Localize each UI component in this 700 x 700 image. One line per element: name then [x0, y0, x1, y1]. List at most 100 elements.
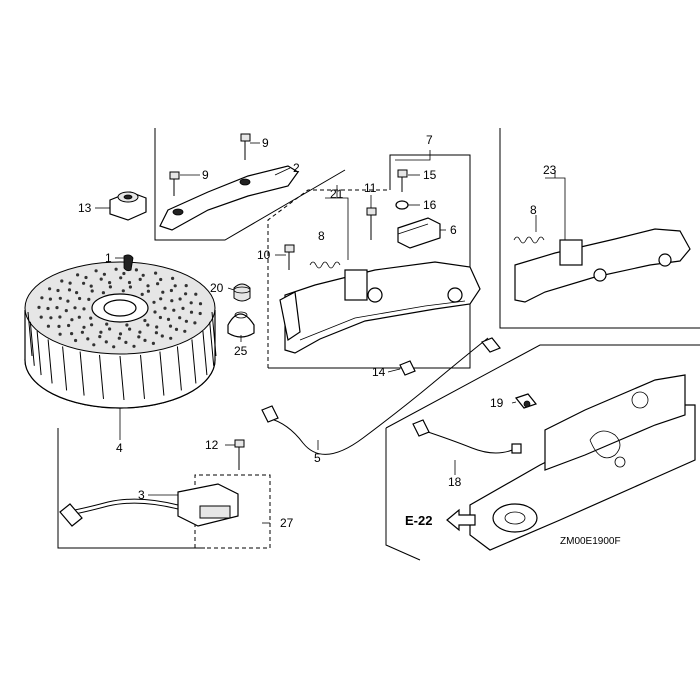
- flywheel-fin: [36, 331, 42, 376]
- flywheel-hole: [138, 330, 142, 334]
- flywheel-hole: [67, 323, 71, 328]
- flywheel-hole: [155, 325, 159, 329]
- flywheel-hole: [161, 290, 165, 294]
- flywheel-hole: [132, 344, 136, 348]
- callout-16: 16: [423, 198, 437, 212]
- flywheel-hole: [86, 337, 90, 341]
- flywheel-hole: [74, 338, 78, 343]
- flywheel-hole: [163, 306, 167, 310]
- flywheel-hole: [160, 334, 164, 338]
- flywheel-hole: [194, 292, 198, 296]
- flywheel-hole: [169, 336, 173, 340]
- flywheel-hole: [143, 338, 147, 342]
- flywheel-hole: [58, 315, 62, 319]
- spring: [309, 236, 545, 269]
- flywheel-hole: [40, 296, 44, 300]
- flywheel-hole: [82, 325, 86, 329]
- flywheel-hole: [82, 281, 86, 285]
- flywheel-hole: [156, 282, 160, 286]
- flywheel-hole: [64, 309, 68, 313]
- flywheel-hole: [78, 296, 82, 301]
- woodruff-key: [123, 254, 134, 272]
- wire-clip: [399, 360, 416, 376]
- flywheel-hole: [172, 308, 176, 312]
- flywheel-hole: [101, 291, 105, 295]
- flywheel-hole: [198, 311, 202, 316]
- flywheel-hole: [128, 327, 132, 331]
- flywheel-hole: [99, 330, 103, 334]
- flywheel-hole: [184, 292, 188, 296]
- cap: [227, 311, 255, 338]
- callout-20: 20: [210, 281, 224, 295]
- flywheel-hole: [184, 284, 188, 288]
- stop-switch: [397, 217, 441, 249]
- callout-11: 11: [364, 181, 377, 195]
- flywheel-hole: [90, 323, 94, 327]
- flywheel-hole: [58, 332, 62, 336]
- ignition-coil: [59, 483, 239, 527]
- flywheel-hole: [183, 329, 187, 333]
- flywheel-hole: [151, 341, 155, 345]
- flywheel-hole: [46, 324, 51, 328]
- flywheel-hole: [114, 267, 118, 271]
- callout-13: 13: [78, 201, 92, 215]
- callout-12: 12: [205, 438, 219, 452]
- flywheel-hole: [70, 318, 74, 322]
- bolt: [395, 169, 409, 210]
- flywheel-fin: [176, 346, 182, 391]
- callout-10: 10: [257, 248, 271, 262]
- flywheel-hole: [37, 305, 41, 309]
- flywheel-hole: [153, 310, 157, 314]
- flywheel-hole: [104, 340, 108, 344]
- flywheel-hole: [90, 289, 94, 293]
- callout-4: 4: [116, 441, 123, 455]
- flywheel-hole: [134, 268, 138, 272]
- flywheel-hole: [108, 327, 112, 331]
- flywheel-hole: [184, 319, 188, 323]
- callout-labels: 1 2 3 4 5 6 7 8 8 9 9 10 11 12 13 14 15 …: [78, 133, 557, 530]
- flywheel-hole: [60, 279, 64, 283]
- flywheel-hole: [198, 302, 203, 306]
- flywheel-fin: [29, 321, 35, 366]
- reference-arrow-icon: [446, 508, 476, 532]
- grommet: [233, 283, 251, 302]
- flywheel-hole: [193, 321, 197, 325]
- flywheel-hole: [141, 273, 145, 277]
- flywheel-hole: [39, 315, 43, 319]
- callout-1: 1: [105, 251, 112, 265]
- stop-wire: [261, 337, 501, 455]
- flywheel-fins: [27, 311, 217, 401]
- flywheel-hole: [84, 275, 88, 280]
- frame-lines: [57, 128, 700, 561]
- leader-lines: [95, 142, 566, 524]
- callout-25: 25: [234, 344, 248, 358]
- bolt: [234, 439, 245, 470]
- flywheel-fin: [140, 354, 145, 399]
- flywheel-hole: [118, 332, 123, 336]
- wire-clamp: [514, 393, 538, 409]
- flywheel-hole: [80, 330, 84, 334]
- flywheel-hole: [125, 323, 129, 327]
- flywheel-hole: [58, 296, 62, 300]
- callout-21: 21: [330, 187, 344, 201]
- flywheel-fin: [159, 351, 165, 396]
- flywheel-hole: [122, 271, 126, 276]
- flywheel-hole: [181, 306, 185, 310]
- flywheel-hole: [70, 332, 74, 336]
- control-base: [279, 261, 481, 354]
- flywheel-fin: [202, 331, 208, 376]
- flywheel-hole: [66, 299, 70, 303]
- flywheel-hole: [171, 276, 175, 280]
- flywheel-hole: [112, 345, 116, 349]
- control-assembly: [514, 228, 691, 303]
- flywheel-hole: [55, 306, 59, 310]
- flywheel-hole: [117, 336, 121, 340]
- callout-3: 3: [138, 488, 145, 502]
- flywheel: [24, 261, 217, 409]
- flywheel-hole: [170, 299, 174, 303]
- flywheel-hole: [57, 324, 61, 328]
- flywheel-hole: [189, 301, 193, 305]
- callout-5: 5: [314, 451, 321, 465]
- flywheel-hole: [105, 322, 109, 326]
